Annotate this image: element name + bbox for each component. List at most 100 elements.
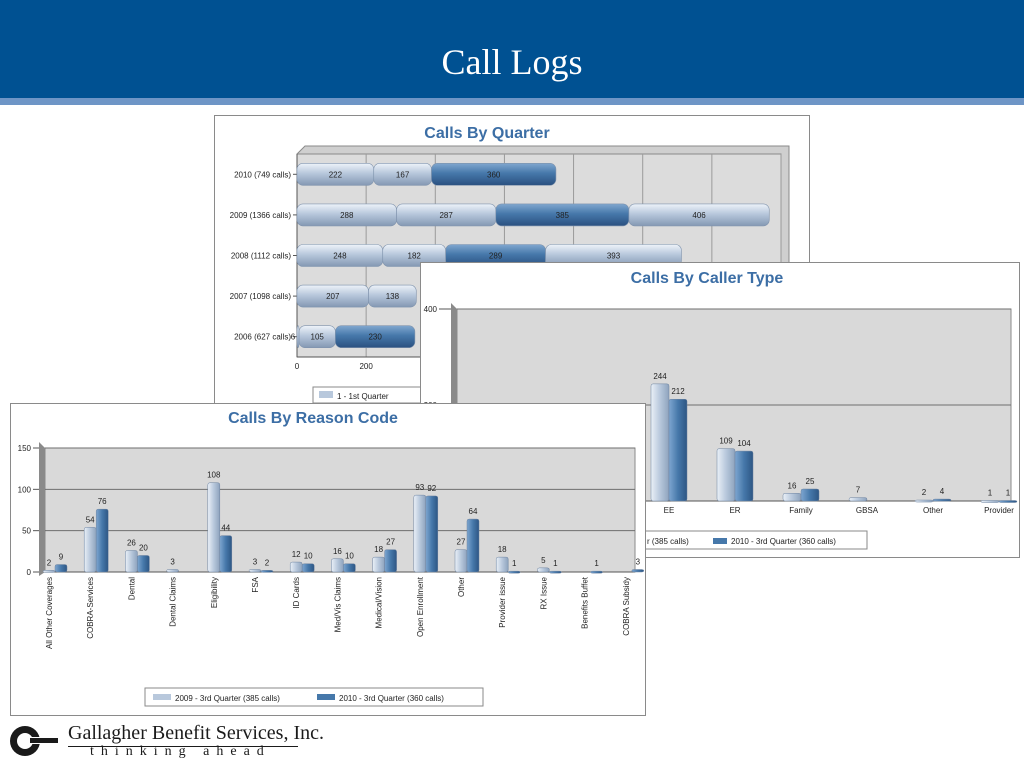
bar: [166, 569, 179, 573]
x-tick-label: EE: [664, 506, 675, 515]
legend-label: 1 - 1st Quarter: [337, 392, 389, 401]
gallagher-g-icon: [10, 726, 60, 756]
x-tick-label: Other: [923, 506, 943, 515]
logo-divider: [68, 746, 298, 747]
x-tick-label: ID Cards: [292, 577, 301, 609]
plot-area: [44, 447, 636, 573]
bar: [289, 561, 303, 573]
x-tick-label: Open Enrollment: [416, 576, 425, 637]
y-tick-label: 100: [18, 485, 32, 494]
data-label: 385: [556, 211, 570, 220]
x-tick-label: GBSA: [856, 506, 879, 515]
data-label: 287: [439, 211, 453, 220]
y-tick-label: 2009 (1366 calls): [230, 211, 292, 220]
company-tagline: thinking ahead: [90, 744, 271, 759]
legend-label: 2010 - 3rd Quarter (360 calls): [339, 694, 444, 703]
bar: [125, 550, 138, 573]
x-tick-label: COBRA-Services: [86, 577, 95, 639]
x-tick-label: Provider: [984, 506, 1014, 515]
data-label: 6: [291, 333, 296, 342]
bar: [668, 398, 688, 502]
data-label: 3: [253, 558, 258, 567]
data-label: 1: [1006, 489, 1011, 498]
data-label: 9: [59, 553, 64, 562]
data-label: 92: [427, 484, 436, 493]
x-tick-label: COBRA Subsidy: [622, 577, 631, 636]
data-label: 44: [221, 524, 230, 533]
bar: [137, 555, 150, 573]
bar: [331, 558, 344, 573]
data-label: 3: [170, 558, 175, 567]
data-label: 64: [469, 507, 478, 516]
data-label: 1: [988, 489, 993, 498]
data-label: 10: [345, 552, 354, 561]
chart-title: Calls By Quarter: [424, 125, 549, 142]
bar: [207, 482, 221, 573]
bar: [42, 570, 56, 573]
x-tick-label: Eligibility: [210, 577, 219, 608]
company-name: Gallagher Benefit Services, Inc.: [68, 722, 325, 744]
bar: [301, 563, 315, 573]
gallagher-logo: Gallagher Benefit Services, Inc. thinkin…: [8, 722, 324, 764]
y-tick-label: 400: [424, 305, 438, 314]
legend-swatch: [153, 694, 171, 700]
data-label: 7: [856, 486, 861, 495]
data-label: 248: [333, 252, 347, 261]
bar: [83, 527, 97, 573]
x-tick-label: Medical/Vision: [375, 577, 384, 628]
x-tick-label: Benefits Buffet: [581, 576, 590, 629]
slide-header: [0, 0, 1024, 98]
data-label: 138: [386, 292, 400, 301]
data-label: 26: [127, 539, 136, 548]
legend-label: 2010 - 3rd Quarter (360 calls): [731, 537, 836, 546]
bar: [384, 549, 397, 573]
bar: [248, 569, 262, 573]
x-tick-label: Provider issue: [498, 576, 507, 627]
bar: [219, 535, 233, 573]
bar: [998, 500, 1018, 503]
data-label: 360: [487, 170, 501, 179]
x-tick-label: Other: [457, 577, 466, 597]
data-label: 20: [139, 543, 148, 552]
data-label: 288: [340, 211, 354, 220]
bar-segment: [335, 325, 416, 348]
bar: [549, 570, 562, 574]
x-tick-label: FSA: [251, 576, 260, 592]
legend-swatch: [713, 538, 727, 544]
data-label: 12: [292, 550, 301, 559]
bar: [495, 556, 509, 573]
data-label: 25: [806, 477, 815, 486]
data-label: 109: [719, 437, 733, 446]
bar: [734, 450, 754, 502]
bar: [650, 383, 670, 502]
y-tick-label: 50: [22, 527, 31, 536]
y-tick-label: 150: [18, 444, 32, 453]
y-tick-label: 2008 (1112 calls): [231, 252, 292, 261]
header-stripe: [0, 98, 1024, 105]
bar: [932, 498, 952, 502]
x-tick-label: All Other Coverages: [45, 577, 54, 649]
bar: [716, 448, 736, 502]
data-label: 4: [940, 487, 945, 496]
data-label: 167: [396, 170, 410, 179]
y-tick-label: 2006 (627 calls): [234, 333, 291, 342]
data-label: 2: [265, 558, 270, 567]
legend-swatch: [319, 391, 333, 398]
data-label: 1: [512, 559, 517, 568]
bar: [800, 488, 820, 502]
y-tick-label: 0: [27, 568, 32, 577]
data-label: 105: [311, 333, 325, 342]
data-label: 5: [541, 556, 546, 565]
bar: [848, 497, 868, 502]
x-tick-label: ER: [729, 506, 740, 515]
chart-title: Calls By Reason Code: [228, 410, 398, 427]
data-label: 406: [692, 211, 706, 220]
data-label: 2: [922, 488, 927, 497]
data-label: 222: [329, 170, 343, 179]
bar: [590, 570, 603, 574]
bar-segment: [368, 284, 417, 308]
bar: [507, 570, 521, 574]
bar: [631, 569, 645, 573]
